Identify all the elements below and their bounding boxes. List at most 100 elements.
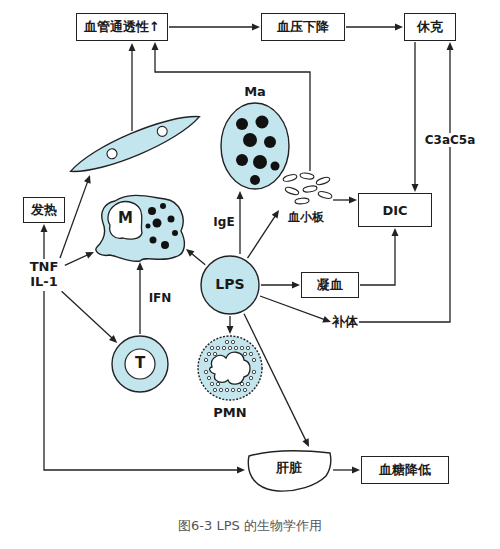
granule: [146, 224, 151, 229]
granule: [253, 155, 267, 169]
arrow-connector: [261, 282, 300, 289]
macrophage-cell-drawing: [95, 193, 185, 261]
cell-nucleus: [156, 125, 169, 138]
connector-line: [360, 234, 395, 285]
complement-label: 补体: [332, 315, 358, 330]
effect-box: 血管通透性↑: [76, 13, 168, 41]
arrow-head: [129, 43, 136, 51]
node-text: 肝脏: [246, 460, 332, 476]
granule: [271, 162, 280, 171]
platelet: [300, 172, 315, 180]
arrow-connector: [62, 291, 118, 343]
edge-label: C3aC5a: [423, 133, 478, 147]
connector-line: [62, 291, 113, 339]
connector-line: [333, 199, 351, 200]
platelet: [303, 185, 318, 193]
node-text: DIC: [382, 203, 407, 218]
granule: [161, 241, 169, 249]
connector-line: [229, 316, 230, 328]
arrow-connector: [412, 42, 419, 192]
arrow-connector: [65, 252, 94, 265]
arrow-connector: [360, 228, 399, 285]
cell-nucleus: [210, 352, 250, 384]
cell-nucleus: [105, 147, 118, 160]
granule: [219, 388, 222, 391]
granule: [207, 352, 210, 355]
node-text: 血糖降低: [379, 461, 431, 479]
cell-body: [198, 336, 262, 400]
granule: [222, 346, 225, 349]
connector-line: [248, 215, 276, 258]
mast-cell-drawing: [220, 84, 290, 190]
granule: [236, 154, 248, 166]
granule: [250, 175, 260, 185]
granule: [234, 346, 237, 349]
cell-body: [96, 195, 185, 261]
arrow-head: [272, 210, 279, 219]
arrow-connector: [186, 249, 205, 265]
arrow-connector: [137, 262, 144, 334]
t-cell: T: [111, 335, 169, 393]
granule: [150, 237, 157, 244]
granule: [213, 388, 216, 391]
granule: [231, 340, 234, 343]
granule: [225, 340, 228, 343]
node-text: 凝血: [317, 276, 343, 294]
granule: [168, 216, 175, 223]
effect-box: 凝血: [301, 272, 359, 298]
mast-cell: Ma: [220, 84, 290, 190]
granule: [207, 376, 210, 379]
granule: [225, 388, 228, 391]
platelet: [295, 198, 309, 205]
arrow-connector: [359, 42, 454, 322]
node-text: PMN: [197, 405, 263, 421]
granule: [216, 382, 219, 385]
liver-shape: 肝脏: [246, 448, 332, 492]
node-text: M: [95, 209, 185, 227]
connector-line: [346, 26, 397, 27]
connector-line: [139, 268, 140, 334]
granule: [249, 376, 252, 379]
leader-arrow: [131, 49, 132, 131]
endothelial-cell: [66, 106, 204, 181]
effect-box: DIC: [358, 193, 432, 227]
macrophage-cell: M: [95, 193, 185, 261]
lps-circle: LPS: [200, 255, 260, 315]
node-text: TNF IL-1: [25, 260, 63, 290]
arrow-connector: [237, 191, 244, 254]
arrow-connector: [333, 467, 360, 474]
edge-label: IFN: [147, 291, 174, 305]
granule: [240, 346, 243, 349]
node-text: 血压下降: [277, 18, 329, 36]
granule: [213, 352, 216, 355]
granule: [249, 352, 252, 355]
connector-line: [191, 253, 206, 265]
granule: [204, 370, 207, 373]
connector-line: [169, 26, 254, 27]
figure-caption: 图6-3 LPS 的生物学作用: [178, 517, 322, 535]
platelet: [315, 176, 330, 186]
cytokine-label: TNF IL-1: [25, 260, 63, 290]
connector-line: [333, 469, 354, 470]
granule: [243, 388, 246, 391]
node-text: 发热: [31, 201, 57, 219]
granule: [231, 388, 234, 391]
node-text: 血小板: [280, 210, 332, 224]
granule: [210, 346, 213, 349]
granule: [216, 346, 219, 349]
granule: [252, 358, 255, 361]
cell-body: [66, 106, 204, 181]
granule: [243, 133, 257, 147]
node-text: 休克: [417, 18, 443, 36]
connector-line: [43, 230, 44, 259]
granule: [237, 388, 240, 391]
granule: [210, 382, 213, 385]
granule: [252, 370, 255, 373]
lps-outline: [201, 256, 259, 314]
arrow-connector: [41, 224, 48, 259]
node-text: Ma: [220, 84, 290, 100]
connector-line: [359, 48, 450, 322]
granule: [153, 219, 162, 228]
effect-box: 发热: [23, 197, 65, 223]
cell-body: [112, 336, 168, 392]
